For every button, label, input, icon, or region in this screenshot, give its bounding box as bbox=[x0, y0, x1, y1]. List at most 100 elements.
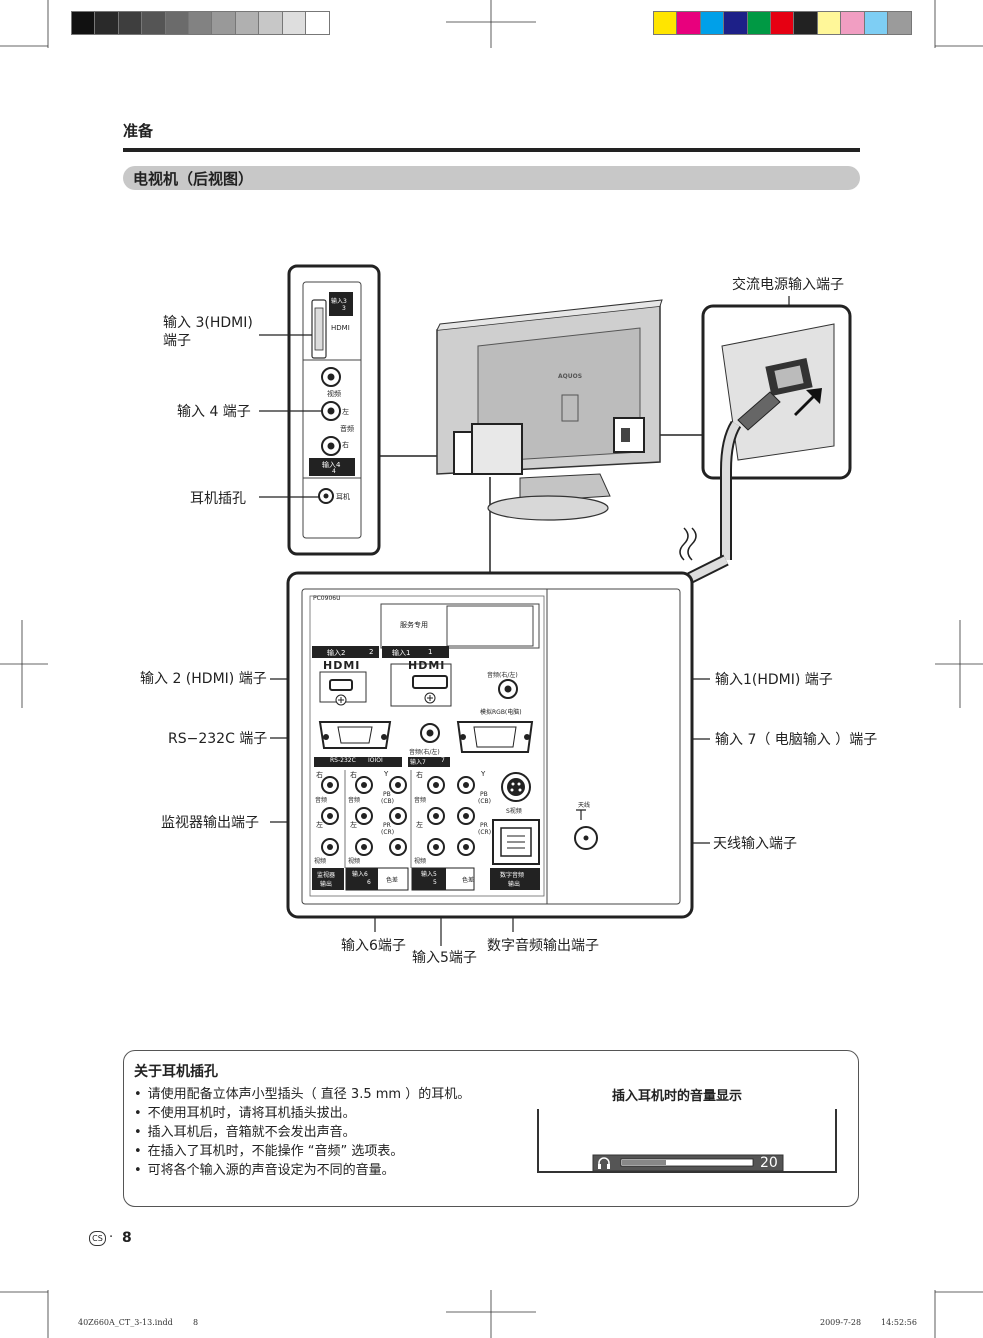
callout-hdmi3-line1: 输入 3(HDMI) bbox=[163, 315, 253, 331]
rca-jack-center bbox=[463, 844, 469, 850]
rear-input5-label: 输入5 bbox=[421, 871, 437, 878]
side-hdmi-label: HDMI bbox=[331, 324, 350, 332]
rear-hdmi1-logo: HDMI bbox=[408, 659, 446, 672]
side-input3-number: 3 bbox=[342, 305, 346, 312]
color-swatch bbox=[141, 11, 167, 35]
rear-audio-rl-label: 音频(右/左) bbox=[487, 672, 518, 679]
rear-in6-pb: PB bbox=[383, 791, 391, 798]
rear-input1-number: 1 bbox=[428, 648, 433, 656]
side-input4-number: 4 bbox=[332, 468, 336, 475]
rca-jack-center bbox=[433, 813, 439, 819]
rear-input6-label: 输入6 bbox=[352, 871, 368, 878]
callout-input4: 输入 4 端子 bbox=[177, 404, 251, 420]
rear-antenna-label: 天线 bbox=[578, 802, 591, 809]
rear-input2-number: 2 bbox=[369, 648, 374, 656]
rear-analog-rgb-label: 模拟RGB(电脑) bbox=[480, 709, 522, 716]
rca-jack-center bbox=[361, 782, 367, 788]
color-swatch bbox=[886, 11, 913, 35]
rear-input5-number: 5 bbox=[433, 879, 437, 886]
color-swatch bbox=[746, 11, 773, 35]
rca-jack-center bbox=[433, 844, 439, 850]
section-rule bbox=[123, 148, 860, 152]
side-terminal-panel bbox=[287, 264, 381, 556]
rear-digital-out-1: 数字音频 bbox=[500, 872, 525, 879]
footer-date: 2009-7-28 bbox=[820, 1318, 862, 1327]
callout-ac-power: 交流电源输入端子 bbox=[732, 277, 844, 293]
volume-bar-track bbox=[620, 1158, 754, 1167]
subtitle: 电视机（后视图） bbox=[133, 170, 254, 188]
color-swatch bbox=[652, 11, 679, 35]
rear-in5-video: 视频 bbox=[414, 858, 427, 865]
callout-input7: 输入 7（ 电脑输入 ）端子 bbox=[715, 732, 878, 748]
rear-input1-label: 输入1 bbox=[392, 649, 411, 657]
rear-input7-label: 输入7 bbox=[410, 759, 426, 766]
rear-service-label: 服务专用 bbox=[400, 621, 428, 629]
callout-digital-audio: 数字音频输出端子 bbox=[487, 938, 599, 954]
rear-in6-y: Y bbox=[384, 770, 389, 778]
color-swatch bbox=[258, 11, 284, 35]
callout-hdmi3-line2: 端子 bbox=[163, 333, 191, 349]
rear-digital-out-2: 输出 bbox=[508, 881, 521, 888]
rca-jack-center bbox=[361, 844, 367, 850]
info-bullet: 在插入了耳机时，不能操作 “音频” 选项表。 bbox=[134, 1142, 470, 1161]
color-swatch bbox=[94, 11, 120, 35]
color-swatch bbox=[723, 11, 749, 35]
rear-input7-number: 7 bbox=[441, 757, 445, 764]
rear-input2-label: 输入2 bbox=[327, 649, 346, 657]
rear-input6-number: 6 bbox=[367, 879, 371, 886]
callout-antenna: 天线输入端子 bbox=[713, 836, 797, 852]
rca-jack-center bbox=[327, 844, 333, 850]
rear-monitor-out-2: 输出 bbox=[320, 881, 333, 888]
rca-jack-center bbox=[327, 813, 333, 819]
footer-page: 8 bbox=[193, 1318, 199, 1327]
side-input3-label: 输入3 bbox=[331, 298, 347, 305]
callout-hdmi1: 输入1(HDMI) 端子 bbox=[715, 672, 833, 688]
rear-rs232c-icon: IOIOI bbox=[368, 757, 383, 764]
color-swatch bbox=[164, 11, 191, 35]
side-right-label: 右 bbox=[342, 441, 349, 449]
color-swatch bbox=[863, 11, 890, 35]
rear-component6: 色差 bbox=[386, 877, 399, 884]
color-swatch bbox=[793, 11, 819, 35]
rear-in5-left: 左 bbox=[416, 821, 423, 829]
callout-input6: 输入6端子 bbox=[341, 938, 406, 954]
page-number: 8 bbox=[122, 1230, 132, 1246]
language-badge: CS bbox=[89, 1231, 106, 1246]
rear-in6-left: 左 bbox=[350, 821, 357, 829]
rear-mon-left: 左 bbox=[316, 821, 323, 829]
rca-jack-center bbox=[327, 782, 333, 788]
page-dot: · bbox=[109, 1230, 114, 1245]
rear-in6-cb: (CB) bbox=[381, 798, 394, 805]
rear-mon-video: 视频 bbox=[314, 858, 327, 865]
section-title: 准备 bbox=[123, 122, 154, 140]
rear-mon-right: 右 bbox=[316, 771, 323, 779]
callout-input5: 输入5端子 bbox=[412, 950, 477, 966]
side-input4-label: 输入4 bbox=[322, 461, 341, 469]
info-title: 关于耳机插孔 bbox=[134, 1064, 218, 1080]
footer-file: 40Z660A_CT_3-13.indd bbox=[78, 1318, 173, 1327]
color-swatch bbox=[117, 11, 144, 35]
rca-jack-center bbox=[395, 813, 401, 819]
volume-bar-fill bbox=[622, 1160, 666, 1165]
rear-in5-audio: 音频 bbox=[414, 797, 427, 804]
color-swatch bbox=[234, 11, 261, 35]
side-audio-label: 音频 bbox=[340, 425, 354, 433]
volume-display bbox=[537, 1109, 837, 1173]
callout-rs232c: RS−232C 端子 bbox=[168, 731, 268, 747]
rca-jack-center bbox=[463, 782, 469, 788]
callout-hdmi3: 输入 3(HDMI) 端子 bbox=[163, 314, 253, 350]
rear-in5-pr: PR bbox=[480, 822, 488, 829]
footer-time: 14:52:56 bbox=[881, 1318, 917, 1327]
tv-rear bbox=[436, 299, 663, 521]
rear-component5: 色差 bbox=[462, 877, 475, 884]
callout-headphone: 耳机插孔 bbox=[190, 491, 246, 507]
rca-jack-center bbox=[463, 813, 469, 819]
rear-in6-video: 视频 bbox=[348, 858, 361, 865]
volume-value: 20 bbox=[760, 1155, 778, 1171]
rear-in6-audio: 音频 bbox=[348, 797, 361, 804]
color-swatch bbox=[699, 11, 726, 35]
rca-jack-center bbox=[361, 813, 367, 819]
rear-mon-audio: 音频 bbox=[315, 797, 328, 804]
